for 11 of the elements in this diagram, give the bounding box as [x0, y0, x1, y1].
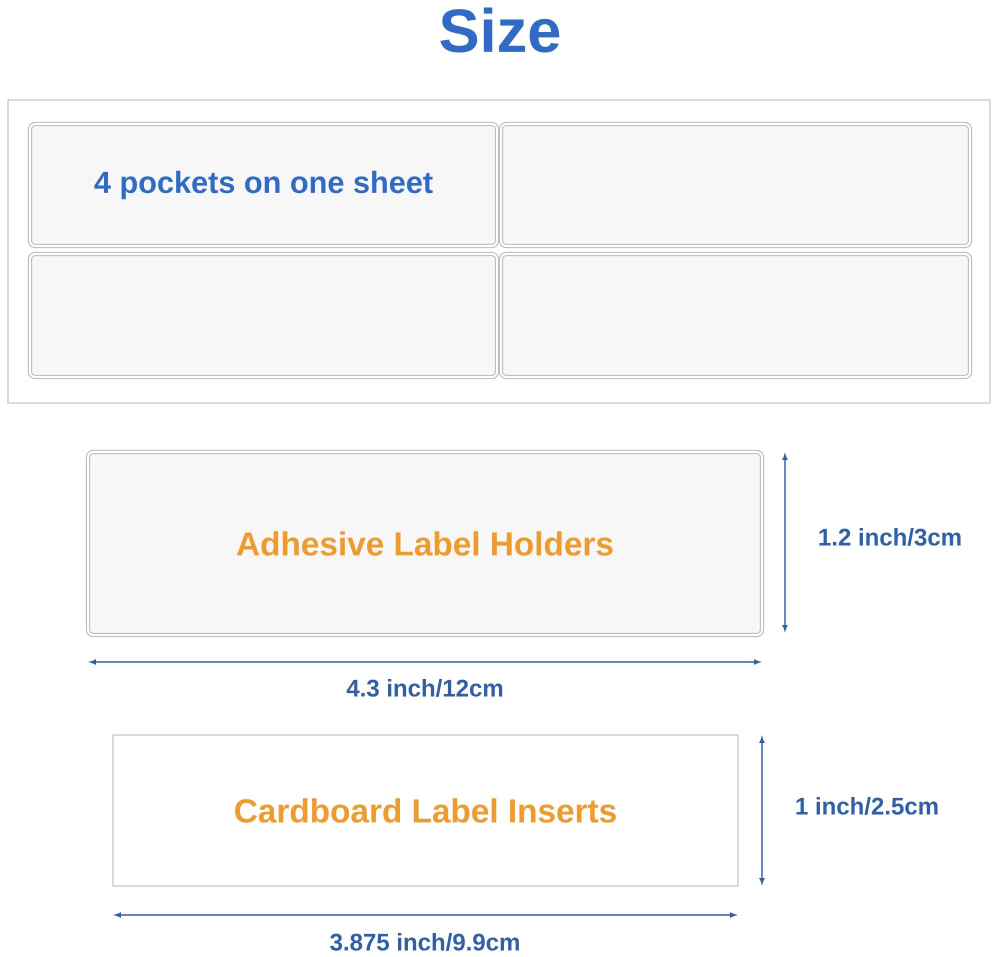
- pocket: [498, 252, 972, 380]
- title: Size: [440, 8, 560, 53]
- dimension-label: 1 inch/2.5cm: [796, 797, 938, 815]
- label-insert: Cardboard Label Inserts: [112, 734, 739, 887]
- label-holder: Adhesive Label Holders: [86, 450, 764, 638]
- dimension-label: 3.875 inch/9.9cm: [330, 933, 519, 951]
- dimension-label: 4.3 inch/12cm: [346, 679, 502, 697]
- pocket: 4 pockets on one sheet: [28, 122, 500, 248]
- pocket: [498, 122, 972, 248]
- dimension-label: 1.2 inch/3cm: [819, 528, 961, 546]
- pocket: [28, 252, 500, 380]
